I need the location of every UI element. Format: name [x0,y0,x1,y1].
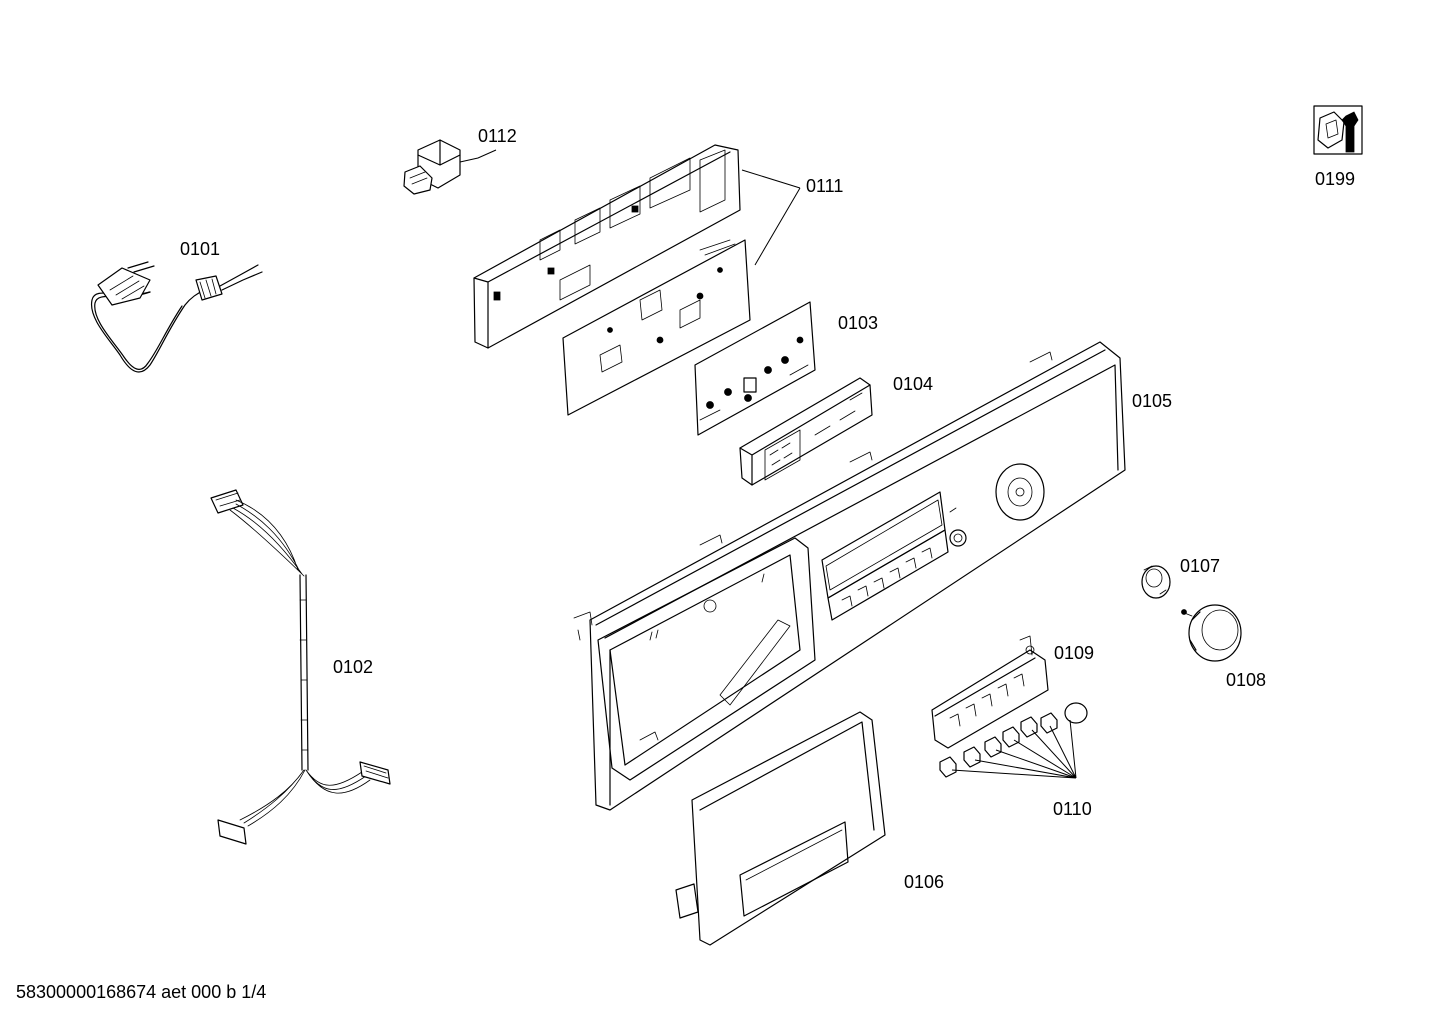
label-0199: 0199 [1315,169,1355,189]
label-0103: 0103 [838,313,878,333]
part-0112-filter[interactable] [403,139,497,195]
label-0110: 0110 [1053,799,1092,819]
part-0111-module-housing[interactable] [473,144,741,349]
part-0108-selector-knob[interactable] [1181,604,1242,662]
label-0107: 0107 [1180,556,1220,576]
label-0106: 0106 [904,872,944,892]
part-0109-button-frame[interactable] [931,635,1049,749]
part-0107-knob-adapter[interactable] [1141,565,1171,599]
label-0112: 0112 [478,126,517,146]
part-0110-push-buttons[interactable] [939,702,1088,779]
part-0106-drawer-handle[interactable] [675,711,886,946]
label-0101: 0101 [180,239,220,259]
part-0101-power-cord[interactable] [90,261,263,373]
part-0111-pcb[interactable] [562,239,751,416]
leader-0111 [741,169,801,266]
label-0111: 0111 [806,176,843,196]
document-id-footer: 58300000168674 aet 000 b 1/4 [16,982,266,1002]
label-0105: 0105 [1132,391,1172,411]
part-0102-wiring-harness[interactable] [210,489,391,845]
part-0105-control-panel[interactable] [573,341,1126,811]
wrench-nut-icon [1313,105,1363,155]
label-0102: 0102 [333,657,373,677]
label-0108: 0108 [1226,670,1266,690]
label-0109: 0109 [1054,643,1094,663]
part-0103-control-pcb[interactable] [694,301,816,436]
label-0104: 0104 [893,374,933,394]
part-0104-button-carrier[interactable] [739,377,873,486]
